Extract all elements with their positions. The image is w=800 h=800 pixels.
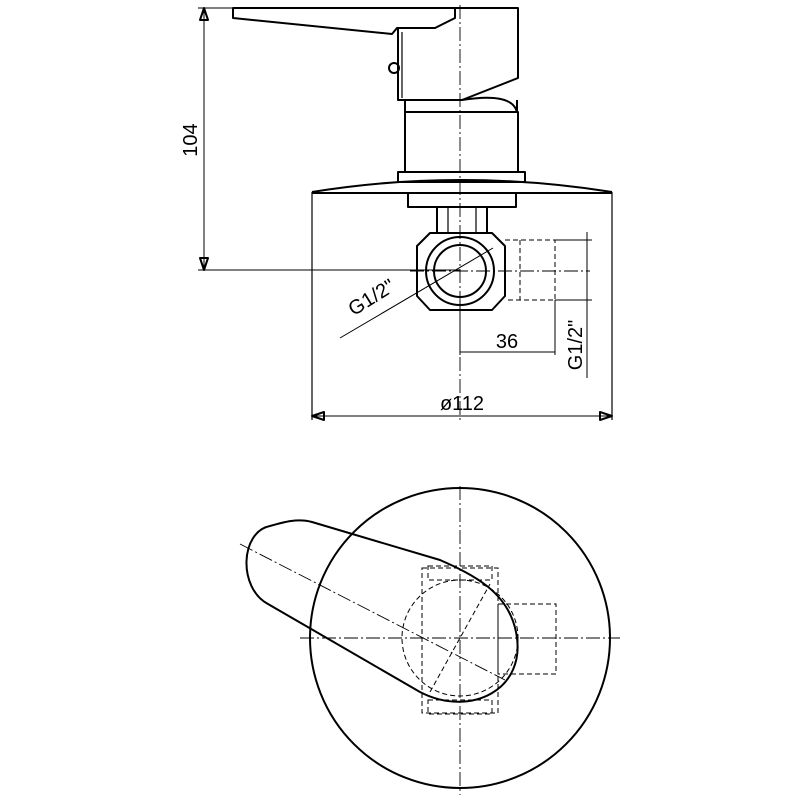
inlet-inner	[433, 244, 487, 298]
inlet-thread-leader	[339, 247, 494, 339]
top-valve-base-hidden	[427, 699, 493, 715]
diameter-arrow-left	[311, 411, 325, 421]
front-view: 104 G1/2" 36 G1/2" ø112	[180, 5, 613, 421]
handle-body	[397, 7, 519, 101]
height-label: 104	[180, 123, 202, 156]
inlet-body	[416, 232, 506, 311]
outlet-thread-label: G1/2"	[565, 320, 587, 370]
sleeve	[404, 111, 519, 173]
inlet-thread-label: G1/2"	[345, 275, 399, 320]
height-arrow-bottom	[199, 257, 209, 271]
diameter-arrow-right	[599, 411, 613, 421]
top-view	[239, 486, 620, 795]
valve-stem	[436, 206, 488, 234]
lever-handle	[232, 7, 456, 35]
valve-stem-cap	[407, 192, 517, 208]
sleeve-ring	[397, 171, 526, 183]
cover-plate	[311, 179, 613, 193]
top-cover-plate	[309, 487, 611, 789]
offset-label: 36	[496, 331, 518, 353]
top-handle-axis-hidden	[429, 583, 491, 693]
top-valve-cap-hidden	[427, 565, 493, 581]
outlet-hidden	[505, 239, 556, 301]
diameter-label: ø112	[440, 393, 484, 415]
set-screw	[388, 62, 400, 74]
height-arrow-top	[199, 7, 209, 21]
top-outlet-hidden	[497, 603, 557, 675]
top-lever-handle	[245, 519, 519, 703]
handle-axis-line	[239, 543, 506, 681]
